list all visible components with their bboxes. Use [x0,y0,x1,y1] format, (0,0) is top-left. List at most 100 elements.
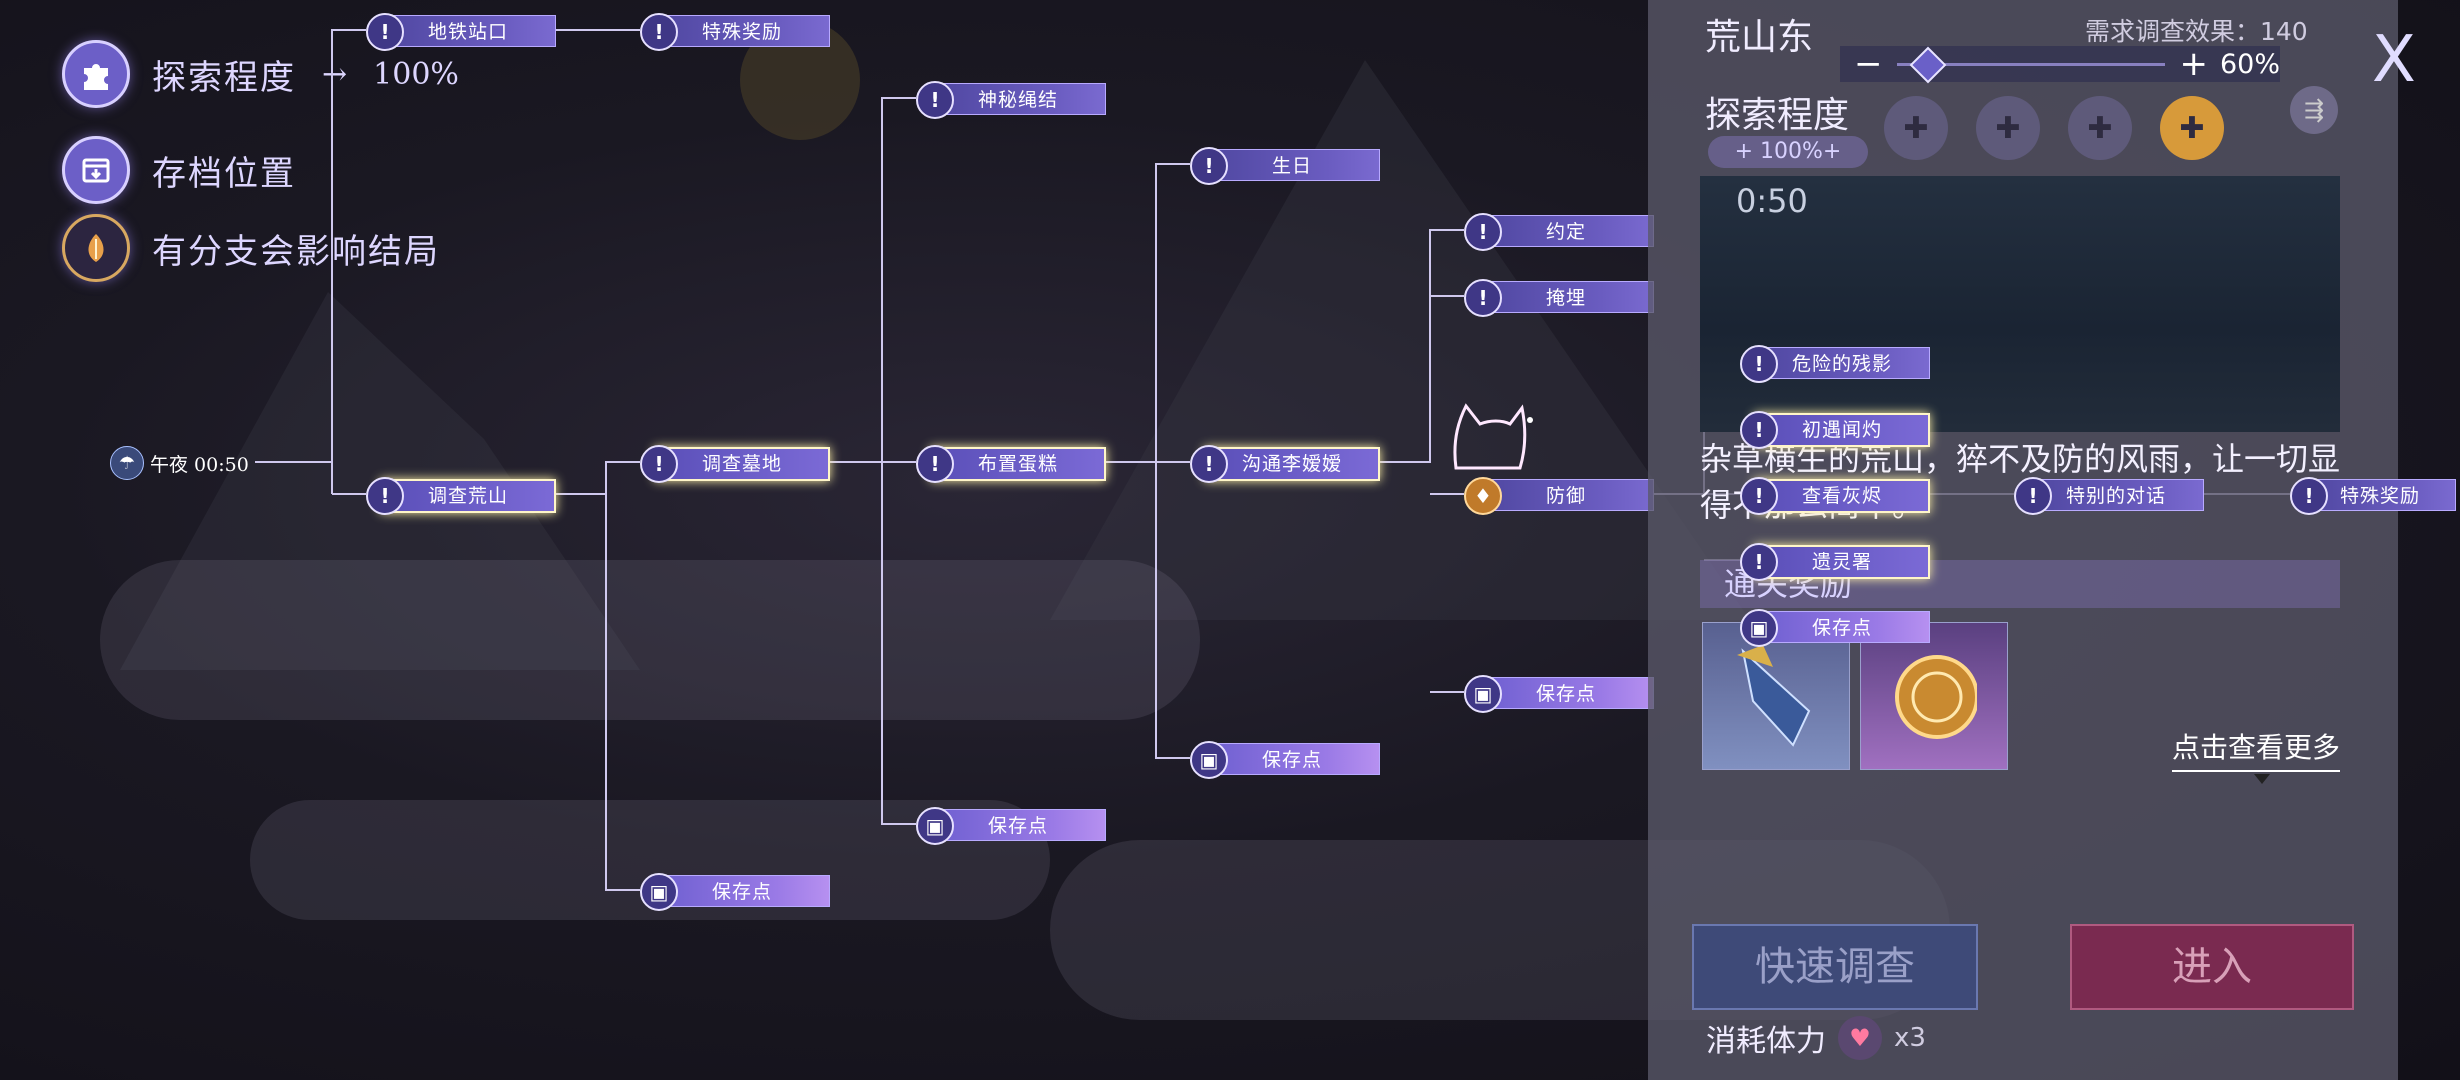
zoom-knob[interactable] [1909,46,1947,83]
explore-label: 探索程度 [152,57,296,98]
node-label: 沟通李嫒嫒 [1241,452,1342,475]
node-n5[interactable]: ▣ 保存点 [640,873,830,911]
node-label: 生日 [1271,154,1312,177]
reward-item[interactable] [1860,622,2008,770]
flame-leaf-icon: ♦ [1464,477,1502,515]
background-cloud [100,560,1200,720]
node-label: 防御 [1545,484,1586,507]
node-n1[interactable]: !地铁站口 [366,13,556,51]
node-n15[interactable]: ▣保存点 [1464,675,1654,713]
stamina-label: 消耗体力 [1706,1024,1826,1059]
exclamation-icon: ! [640,13,678,51]
exclamation-icon: ! [916,445,954,483]
chevron-down-icon [2254,774,2270,784]
start-node: ☂ 午夜 00:50 [110,446,249,480]
view-more-link[interactable]: 点击查看更多 [2172,726,2341,772]
node-n22[interactable]: !特殊奖励 [2290,477,2456,515]
zoom-slider[interactable]: − + 60% [1840,44,2280,84]
stamina-cost: 消耗体力 ♥ x3 [1706,1016,1926,1060]
stage-preview[interactable]: 0:50 [1700,176,2340,432]
zoom-out-button[interactable]: − [1854,44,1883,84]
node-n14[interactable]: ♦ 防御 [1464,477,1654,515]
requirement-text: 需求调查效果：140 [2085,17,2308,46]
branch-label: 有分支会影响结局 [152,231,440,272]
node-n9[interactable]: !生日 [1190,147,1380,185]
node-n17[interactable]: !初遇闻灼 [1740,411,1930,449]
node-pill [1754,479,1930,513]
node-label: 特殊奖励 [2339,484,2420,507]
night-rain-icon: ☂ [110,446,144,480]
node-pill [1754,413,1930,447]
node-n12[interactable]: ! 约定 [1464,213,1654,251]
node-n16[interactable]: !危险的残影 [1740,345,1930,383]
legend-archive: 存档位置 [62,136,296,204]
reward-item[interactable] [1702,622,1850,770]
node-n18[interactable]: !查看灰烬 [1740,477,1930,515]
exclamation-icon: ! [1464,279,1502,317]
node-n19[interactable]: ! 遗灵署 [1740,543,1930,581]
coin-icon [1895,655,1977,739]
exclamation-icon: ! [1740,477,1778,515]
node-label: 特殊奖励 [701,20,782,43]
node-n2[interactable]: ! 特殊奖励 [640,13,830,51]
quick-investigate-button[interactable]: 快速调查 [1692,924,1978,1010]
puzzle-piece-icon: ✚ [1976,96,2040,160]
node-label: 遗灵署 [1811,550,1872,573]
puzzle-icon [62,40,130,108]
zoom-in-button[interactable]: + [2179,44,2208,84]
node-n7[interactable]: !布置蛋糕 [916,445,1106,483]
node-pill [930,809,1106,841]
puzzle-piece-icon: ✚ [2160,96,2224,160]
node-pill [380,479,556,513]
legend-branch: 有分支会影响结局 [62,214,440,282]
heart-icon: ♥ [1838,1016,1882,1060]
node-n8[interactable]: ▣ 保存点 [916,807,1106,845]
node-pill [1478,479,1654,511]
exclamation-icon: ! [366,13,404,51]
node-pill [930,83,1106,115]
exclamation-icon: ! [1740,345,1778,383]
node-pill [1204,447,1380,481]
tree-view-icon[interactable]: ⇶ [2290,86,2338,134]
node-label: 保存点 [1261,748,1322,771]
node-n11[interactable]: ▣保存点 [1190,741,1380,779]
zoom-value: 60% [2219,48,2280,80]
enter-button[interactable]: 进入 [2070,924,2354,1010]
explore-value: 100% [373,56,459,92]
node-pill [654,15,830,47]
exclamation-icon: ! [640,445,678,483]
node-n4[interactable]: !调查墓地 [640,445,830,483]
archive-box-icon [62,136,130,204]
node-pill [1478,281,1654,313]
archive-box-icon: ▣ [916,807,954,845]
puzzle-piece-icon: ✚ [2068,96,2132,160]
node-n13[interactable]: !掩埋 [1464,279,1654,317]
node-n21[interactable]: !特别的对话 [2014,477,2204,515]
explore-arrow: → [322,56,348,92]
node-pill [1754,347,1930,379]
node-n10[interactable]: !沟通李嫒嫒 [1190,445,1380,483]
node-label: 保存点 [711,880,772,903]
node-label: 初遇闻灼 [1801,418,1882,441]
node-pill [380,15,556,47]
node-label: 保存点 [987,814,1048,837]
node-label: 约定 [1545,220,1586,243]
node-label: 调查荒山 [427,484,508,507]
archive-label: 存档位置 [152,153,296,194]
legend-explore: 探索程度 → 100% [62,40,459,108]
exclamation-icon: ! [1740,543,1778,581]
node-n20[interactable]: ▣保存点 [1740,609,1930,647]
exclamation-icon: ! [2014,477,2052,515]
zoom-track[interactable] [1896,46,2166,83]
node-pill [1204,149,1380,181]
archive-box-icon: ▣ [640,873,678,911]
archive-box-icon: ▣ [1464,675,1502,713]
node-n6[interactable]: !神秘绳结 [916,81,1106,119]
exclamation-icon: ! [1464,213,1502,251]
node-n3[interactable]: !调查荒山 [366,477,556,515]
node-label: 神秘绳结 [977,88,1058,111]
node-pill [2304,479,2456,511]
flame-leaf-icon [62,214,130,282]
close-button[interactable]: X [2372,23,2416,97]
node-pill [1478,215,1654,247]
